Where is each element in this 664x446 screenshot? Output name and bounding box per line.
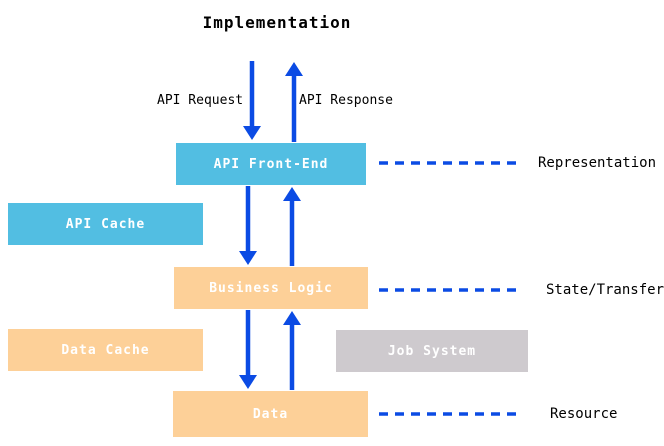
box-api-front-end-label: API Front-End	[213, 156, 329, 172]
arrow-data-to-business-up-icon	[283, 311, 301, 390]
box-job-system: Job System	[336, 330, 528, 372]
api-response-label: API Response	[299, 93, 393, 108]
layer-label-resource: Resource	[550, 406, 618, 422]
box-api-cache: API Cache	[8, 203, 203, 245]
box-data-cache-label: Data Cache	[61, 342, 150, 358]
box-api-front-end: API Front-End	[176, 143, 366, 185]
layer-label-state-transfer: State/Transfer	[546, 282, 664, 298]
box-business-logic-label: Business Logic	[209, 280, 333, 296]
diagram-title: Implementation	[202, 13, 352, 32]
arrow-frontend-to-business-down-icon	[239, 186, 257, 265]
box-data-label: Data	[252, 406, 289, 422]
box-data-cache: Data Cache	[8, 329, 203, 371]
box-job-system-label: Job System	[387, 343, 477, 359]
arrow-api-request-down-icon	[243, 61, 261, 140]
arrow-business-to-data-down-icon	[239, 310, 257, 389]
arrow-business-to-frontend-up-icon	[283, 187, 301, 266]
layer-label-representation: Representation	[538, 155, 657, 171]
box-api-cache-label: API Cache	[65, 216, 146, 232]
api-request-label: API Request	[157, 93, 244, 108]
box-data: Data	[173, 391, 368, 437]
box-business-logic: Business Logic	[174, 267, 368, 309]
